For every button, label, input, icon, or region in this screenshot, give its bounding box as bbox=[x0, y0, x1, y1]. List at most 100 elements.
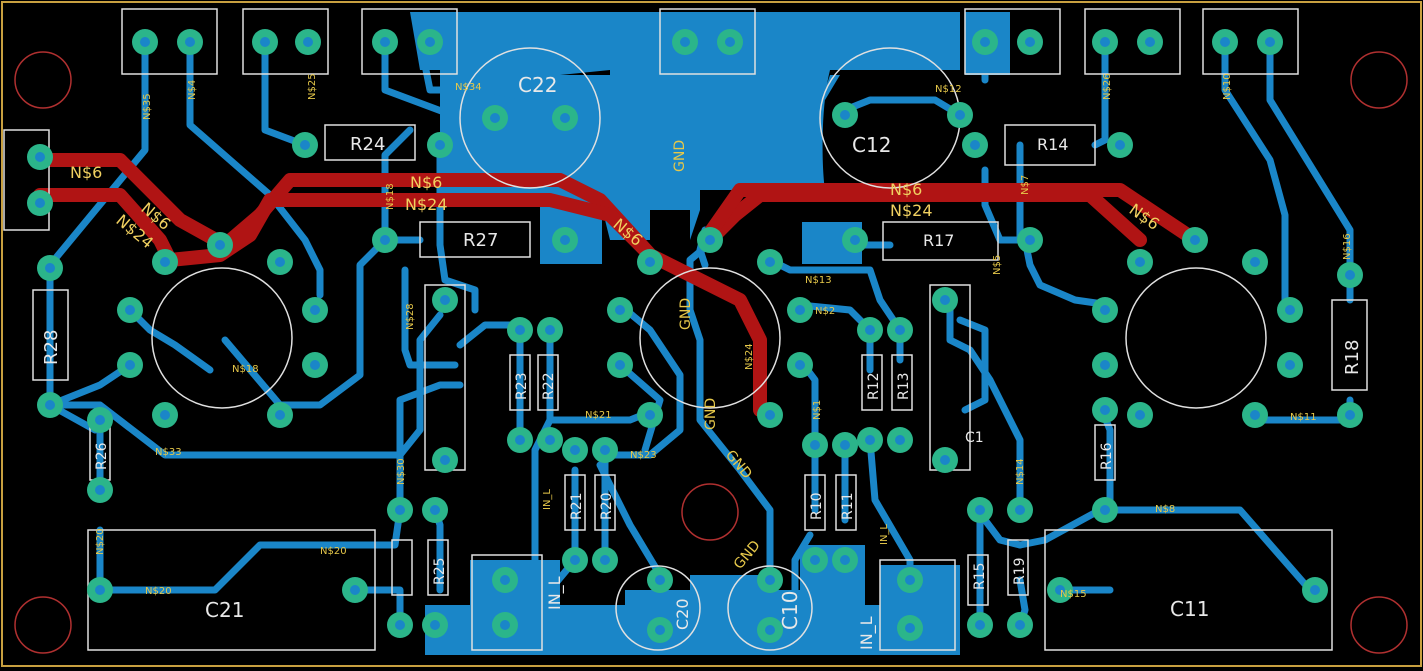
pad-drill bbox=[655, 625, 665, 635]
pad-drill bbox=[435, 140, 445, 150]
pad-drill bbox=[1145, 37, 1155, 47]
pad-drill bbox=[275, 410, 285, 420]
pad-drill bbox=[1285, 360, 1295, 370]
net-label-n6-d: N$6 bbox=[890, 180, 922, 199]
net-label-n34: N$34 bbox=[455, 82, 482, 93]
net-label-n15: N$15 bbox=[1060, 589, 1087, 600]
net-label-n24-c: N$24 bbox=[890, 201, 933, 220]
pad-drill bbox=[980, 37, 990, 47]
net-label-n24-b: N$24 bbox=[405, 195, 448, 214]
pad-drill bbox=[303, 37, 313, 47]
label-r27: R27 bbox=[463, 230, 498, 251]
pad-drill bbox=[1015, 505, 1025, 515]
pad-drill bbox=[1250, 257, 1260, 267]
pad-drill bbox=[680, 37, 690, 47]
pad-drill bbox=[310, 305, 320, 315]
net-label-gnd-c: GND bbox=[703, 398, 719, 430]
label-r11: R11 bbox=[840, 492, 856, 520]
pad-drill bbox=[95, 585, 105, 595]
pad-drill bbox=[810, 440, 820, 450]
pad-drill bbox=[1100, 37, 1110, 47]
pad-drill bbox=[655, 575, 665, 585]
net-label-in-l-c: IN_L bbox=[545, 576, 565, 610]
label-c21: C21 bbox=[205, 598, 244, 622]
pad-drill bbox=[440, 455, 450, 465]
pad-drill bbox=[545, 435, 555, 445]
pad-drill bbox=[975, 505, 985, 515]
pad-drill bbox=[1100, 505, 1110, 515]
pad-drill bbox=[350, 585, 360, 595]
pad-drill bbox=[795, 305, 805, 315]
label-r23: R23 bbox=[514, 372, 530, 400]
label-c1: C1 bbox=[965, 430, 984, 446]
label-r15: R15 bbox=[972, 562, 988, 590]
pad-drill bbox=[940, 455, 950, 465]
pad-drill bbox=[395, 620, 405, 630]
pad-drill bbox=[160, 257, 170, 267]
pad-drill bbox=[260, 37, 270, 47]
label-r13: R13 bbox=[896, 372, 912, 400]
pad-drill bbox=[560, 113, 570, 123]
net-label-n13: N$13 bbox=[805, 275, 832, 286]
pad-drill bbox=[970, 140, 980, 150]
label-c22: C22 bbox=[518, 73, 557, 97]
pad-drill bbox=[615, 305, 625, 315]
pad-drill bbox=[615, 360, 625, 370]
label-r28: R28 bbox=[41, 330, 62, 365]
net-label-n10: N$10 bbox=[1222, 73, 1233, 100]
pad-drill bbox=[955, 110, 965, 120]
pad-drill bbox=[125, 305, 135, 315]
pad-drill bbox=[840, 110, 850, 120]
pad-drill bbox=[1345, 270, 1355, 280]
net-label-n18-b: N$18 bbox=[232, 364, 259, 375]
net-label-n25: N$25 bbox=[307, 73, 318, 100]
pad-drill bbox=[500, 620, 510, 630]
pad-drill bbox=[310, 360, 320, 370]
net-label-n18-a: N$18 bbox=[385, 183, 396, 210]
pad-drill bbox=[1190, 235, 1200, 245]
pad-drill bbox=[515, 325, 525, 335]
pad-drill bbox=[35, 152, 45, 162]
pad-drill bbox=[940, 295, 950, 305]
pad-drill bbox=[600, 555, 610, 565]
pad-drill bbox=[275, 257, 285, 267]
net-label-n8: N$8 bbox=[1155, 504, 1175, 515]
net-label-n6-a: N$6 bbox=[70, 163, 102, 182]
pad-drill bbox=[765, 625, 775, 635]
label-r20: R20 bbox=[599, 492, 615, 520]
pad-drill bbox=[95, 415, 105, 425]
pad-drill bbox=[545, 325, 555, 335]
pad-drill bbox=[570, 555, 580, 565]
net-label-n20-a: N$20 bbox=[95, 528, 106, 555]
pad-drill bbox=[810, 555, 820, 565]
label-r10: R10 bbox=[809, 492, 825, 520]
pad-drill bbox=[45, 400, 55, 410]
net-label-n7: N$7 bbox=[1020, 175, 1031, 195]
label-c11: C11 bbox=[1170, 597, 1209, 621]
pad-drill bbox=[380, 235, 390, 245]
net-label-in-l-d: IN_L bbox=[857, 616, 877, 650]
pad-drill bbox=[1100, 305, 1110, 315]
label-c10: C10 bbox=[778, 591, 802, 630]
small-resistors bbox=[89, 354, 1116, 606]
pad-drill bbox=[95, 485, 105, 495]
pad-drill bbox=[725, 37, 735, 47]
pad-drill bbox=[905, 575, 915, 585]
pad-drill bbox=[1025, 235, 1035, 245]
net-label-n5: N$5 bbox=[992, 255, 1003, 275]
net-label-n26: N$26 bbox=[1102, 73, 1113, 100]
pad-drill bbox=[1015, 620, 1025, 630]
net-label-n28: N$28 bbox=[405, 303, 416, 330]
pad-drill bbox=[600, 445, 610, 455]
net-label-n24-d: N$24 bbox=[744, 343, 755, 370]
pad-drill bbox=[125, 360, 135, 370]
net-label-n35: N$35 bbox=[142, 93, 153, 120]
pad-drill bbox=[765, 410, 775, 420]
pad-drill bbox=[490, 113, 500, 123]
label-c12: C12 bbox=[852, 133, 891, 157]
pad-drill bbox=[440, 295, 450, 305]
pad-drill bbox=[1285, 305, 1295, 315]
net-label-n11: N$11 bbox=[1290, 412, 1317, 423]
net-label-n2: N$2 bbox=[815, 306, 835, 317]
pad-drill bbox=[975, 620, 985, 630]
